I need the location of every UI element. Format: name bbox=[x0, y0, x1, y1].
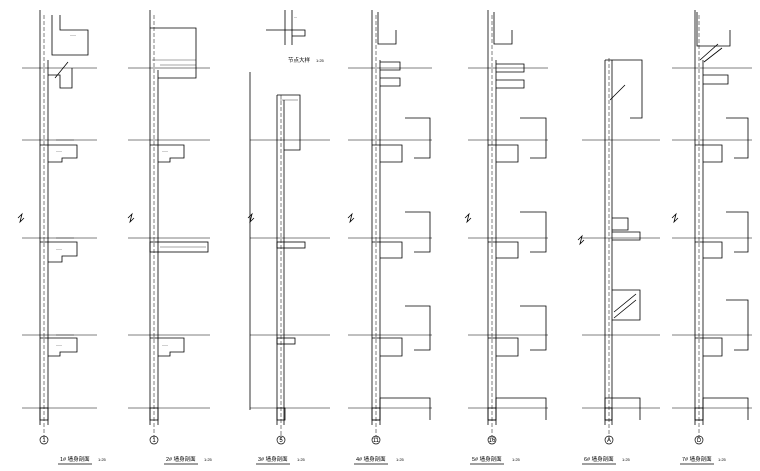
axis-label-3: 5 bbox=[279, 438, 283, 444]
svg-text:——: —— bbox=[70, 33, 76, 37]
caption-1: 1# 墙身剖面 1:25 bbox=[58, 455, 107, 465]
svg-text:——: —— bbox=[56, 247, 62, 251]
axis-label-5: 16 bbox=[489, 438, 496, 444]
caption-scale-4: 1:25 bbox=[396, 457, 405, 462]
caption-2: 2# 墙身剖面 1:25 bbox=[164, 455, 213, 465]
axis-label-1: 1 bbox=[42, 438, 46, 444]
break-marks bbox=[17, 212, 679, 246]
axis-bubble-7: D bbox=[694, 435, 704, 445]
svg-text:——: —— bbox=[162, 343, 168, 347]
caption-6: 6# 墙身剖面 1:25 bbox=[582, 455, 631, 465]
detail-scale: 1:25 bbox=[316, 58, 325, 63]
svg-text:—: — bbox=[294, 15, 297, 19]
caption-scale-1: 1:25 bbox=[98, 457, 107, 462]
wall-section-4 bbox=[348, 10, 432, 440]
axis-bubble-2: 1 bbox=[149, 435, 159, 445]
svg-text:——: —— bbox=[56, 343, 62, 347]
wall-section-1: —— —— —— —— bbox=[22, 10, 97, 440]
axis-bubble-1: 1 bbox=[39, 435, 49, 445]
node-detail: — 节点大样 1:25 bbox=[266, 10, 325, 64]
caption-text-3: 3# 墙身剖面 bbox=[258, 455, 288, 463]
svg-text:——: —— bbox=[162, 149, 168, 153]
axis-label-6: A bbox=[607, 438, 611, 444]
axis-bubble-3: 5 bbox=[276, 435, 286, 445]
svg-text:——: —— bbox=[56, 149, 62, 153]
wall-section-6 bbox=[582, 58, 660, 440]
caption-scale-7: 1:25 bbox=[718, 457, 727, 462]
caption-scale-6: 1:25 bbox=[622, 457, 631, 462]
wall-section-3 bbox=[249, 72, 330, 440]
caption-text-6: 6# 墙身剖面 bbox=[584, 455, 614, 463]
caption-text-4: 4# 墙身剖面 bbox=[356, 455, 386, 463]
axis-bubble-6: A bbox=[604, 435, 614, 445]
wall-section-2: —— —— bbox=[128, 10, 210, 440]
axis-bubble-4: 11 bbox=[371, 435, 381, 445]
wall-section-5 bbox=[468, 10, 548, 440]
caption-4: 4# 墙身剖面 1:25 bbox=[354, 455, 405, 465]
caption-7: 7# 墙身剖面 1:25 bbox=[680, 455, 727, 465]
caption-scale-5: 1:25 bbox=[512, 457, 521, 462]
caption-scale-3: 1:25 bbox=[297, 457, 306, 462]
caption-text-5: 5# 墙身剖面 bbox=[472, 455, 502, 463]
caption-5: 5# 墙身剖面 1:25 bbox=[470, 455, 521, 465]
axis-label-7: D bbox=[697, 438, 702, 444]
caption-scale-2: 1:25 bbox=[204, 457, 213, 462]
axis-bubble-5: 16 bbox=[487, 435, 497, 445]
axis-label-2: 1 bbox=[152, 438, 156, 444]
caption-text-2: 2# 墙身剖面 bbox=[166, 455, 196, 463]
detail-caption: 节点大样 bbox=[288, 56, 311, 64]
caption-text-7: 7# 墙身剖面 bbox=[682, 455, 712, 463]
axis-label-4: 11 bbox=[373, 438, 380, 444]
caption-3: 3# 墙身剖面 1:25 bbox=[256, 455, 306, 465]
caption-text-1: 1# 墙身剖面 bbox=[60, 455, 90, 463]
wall-section-7 bbox=[672, 10, 752, 440]
